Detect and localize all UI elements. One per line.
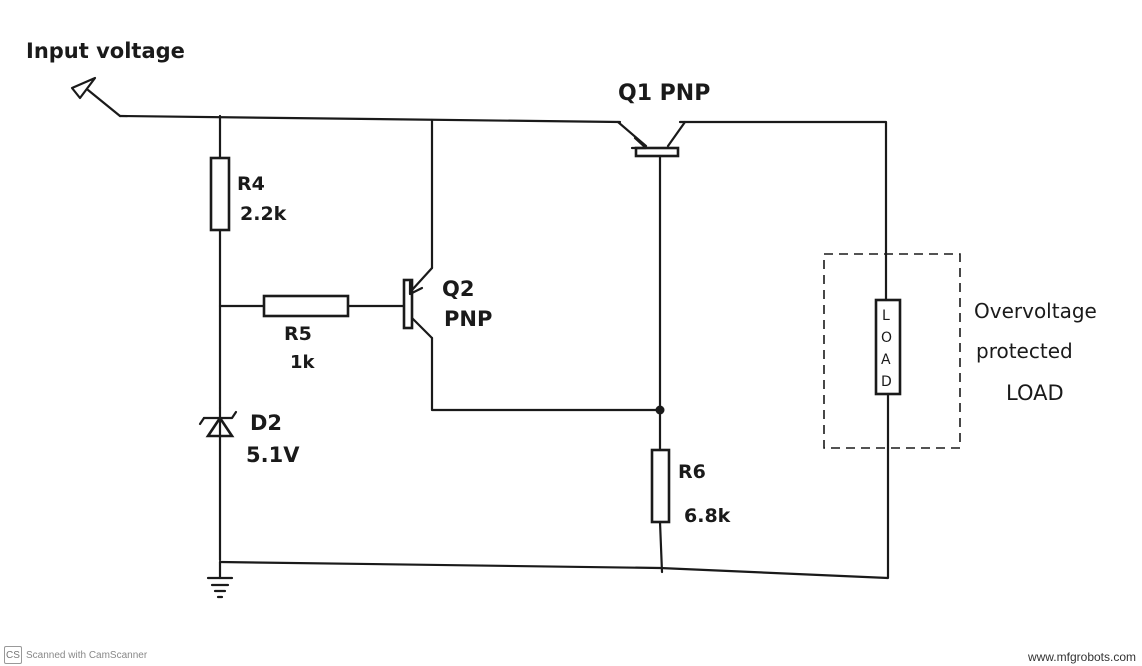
q2-type: PNP — [444, 307, 492, 331]
input-terminal — [70, 76, 122, 118]
q2-transistor — [402, 118, 662, 412]
top-rail-wire — [118, 114, 622, 124]
q1-transistor — [616, 120, 687, 412]
d2-name: D2 — [250, 411, 282, 435]
load-component — [874, 298, 902, 396]
q1-label: Q1 PNP — [618, 81, 710, 106]
d2-zener-diode — [198, 406, 238, 562]
r4-name: R4 — [237, 173, 265, 195]
protected-load-dashed-box — [823, 253, 961, 449]
ground-symbol — [206, 560, 234, 599]
r4-resistor — [209, 156, 231, 232]
load-letter-d: D — [881, 374, 892, 390]
d2-value: 5.1V — [246, 443, 300, 467]
bottom-rail-wire — [218, 392, 890, 580]
scanner-footer: CS Scanned with CamScanner — [4, 646, 147, 664]
load-letter-l: L — [882, 308, 890, 324]
r5-value: 1k — [290, 352, 316, 373]
watermark-text: www.mfgrobots.com — [1027, 650, 1136, 664]
r6-name: R6 — [678, 461, 706, 483]
protected-line-3: LOAD — [1006, 381, 1064, 405]
r6-value: 6.8k — [684, 505, 731, 527]
scanner-text: Scanned with CamScanner — [26, 649, 148, 661]
camscanner-logo: CS — [4, 646, 22, 664]
r4-value: 2.2k — [240, 203, 287, 225]
input-voltage-label: Input voltage — [26, 39, 185, 63]
q2-name: Q2 — [442, 277, 474, 301]
r6-resistor — [650, 448, 671, 524]
r5-resistor — [262, 294, 350, 318]
load-letter-o: O — [881, 330, 892, 346]
q1-collector-wire — [678, 120, 888, 302]
r6-bottom-wire — [658, 520, 664, 574]
protected-line-2: protected — [976, 339, 1073, 363]
load-letter-a: A — [881, 352, 891, 368]
r5-name: R5 — [284, 323, 312, 345]
protected-line-1: Overvoltage — [974, 299, 1097, 323]
